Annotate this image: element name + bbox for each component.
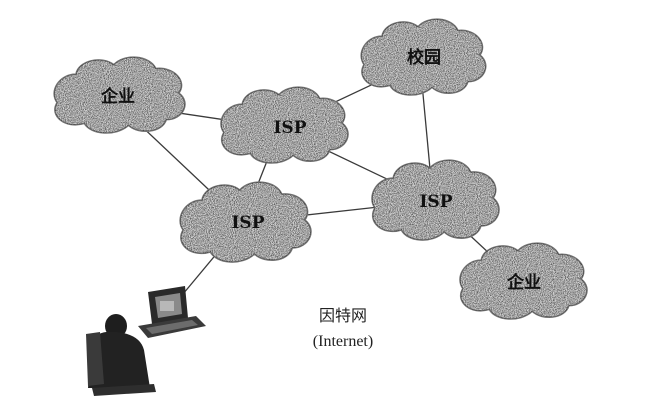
- caption-english: (Internet): [313, 333, 373, 350]
- label-isp2: ISP: [419, 192, 452, 212]
- label-enterprise2: 企业: [506, 272, 541, 293]
- caption-chinese: 因特网: [319, 307, 367, 325]
- computer-user-icon: [86, 286, 206, 396]
- label-isp3: ISP: [231, 213, 264, 233]
- label-enterprise1: 企业: [100, 86, 135, 107]
- label-isp1: ISP: [273, 118, 306, 138]
- label-campus: 校园: [407, 47, 441, 68]
